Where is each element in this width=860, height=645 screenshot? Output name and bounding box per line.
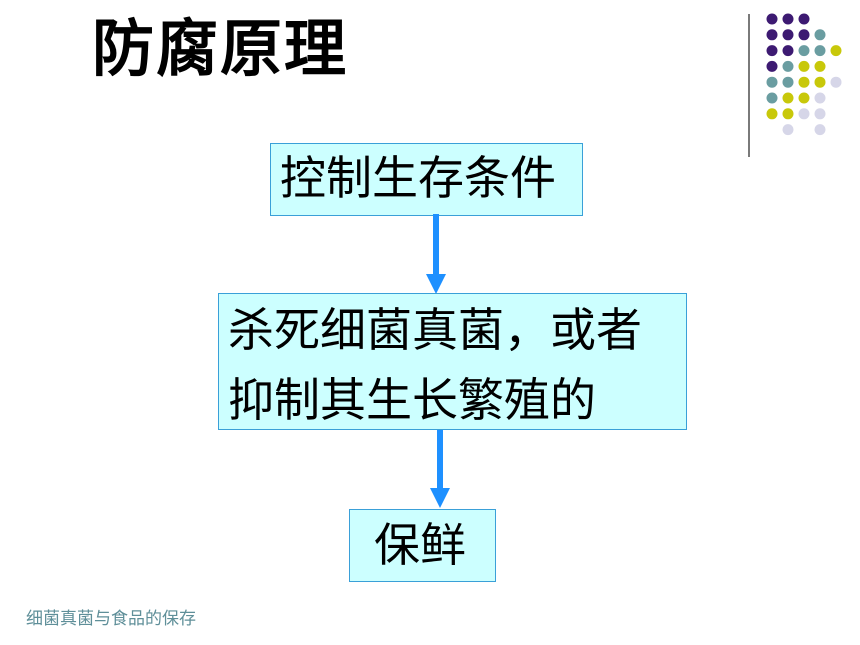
decorative-dot: [814, 29, 826, 41]
decorative-dot: [782, 76, 794, 88]
step-3-box: [349, 509, 496, 582]
decorative-dot: [782, 13, 794, 25]
arrow-2: [430, 430, 450, 508]
decorative-dot: [814, 60, 826, 72]
step-1-text: 控制生存条件: [280, 151, 556, 205]
decorative-dot: [766, 108, 778, 120]
decorative-dot: [798, 108, 810, 120]
arrow-1: [426, 214, 446, 294]
decorative-dot: [766, 92, 778, 104]
decorative-dot: [814, 108, 826, 120]
decorative-dot: [782, 124, 794, 136]
decorative-dot: [830, 76, 842, 88]
decorative-dot: [766, 60, 778, 72]
decorative-dot: [766, 45, 778, 57]
decorative-dot: [782, 108, 794, 120]
step-3-text: 保鲜: [374, 518, 466, 572]
decorative-dot: [798, 92, 810, 104]
decorative-dot: [798, 29, 810, 41]
decorative-dot: [766, 29, 778, 41]
decorative-dot: [798, 60, 810, 72]
decorative-dot: [782, 60, 794, 72]
decorative-dot: [798, 13, 810, 25]
decorative-dot: [798, 76, 810, 88]
step-1-box: [270, 143, 583, 216]
decorative-dot: [798, 45, 810, 57]
decorative-dot: [766, 76, 778, 88]
decorative-dot: [814, 124, 826, 136]
decorative-dot: [782, 45, 794, 57]
decorative-dot: [814, 92, 826, 104]
decorative-dot: [814, 76, 826, 88]
divider-line: [748, 14, 750, 157]
slide-title: 防腐原理: [92, 12, 349, 85]
decorative-dot: [830, 45, 842, 57]
slide-footer: 细菌真菌与食品的保存: [26, 609, 196, 629]
decorative-dot-grid: [766, 13, 842, 136]
decorative-dot: [782, 92, 794, 104]
step-2-text: 杀死细菌真菌，或者抑制其生长繁殖的: [228, 303, 642, 427]
step-2-box: [218, 293, 687, 430]
decorative-dot: [782, 29, 794, 41]
decorative-dot: [766, 13, 778, 25]
decorative-dot: [814, 45, 826, 57]
